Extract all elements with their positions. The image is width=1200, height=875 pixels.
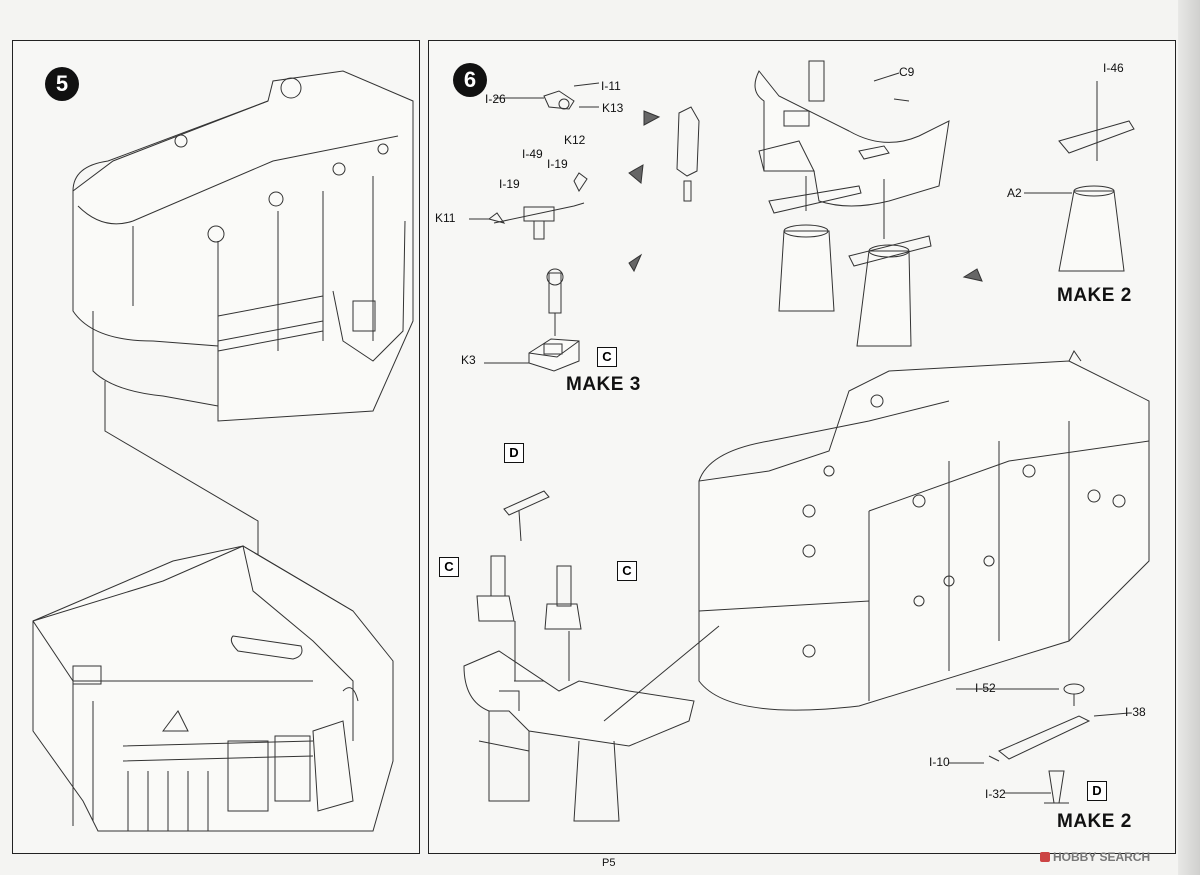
part-label-k3: K3: [461, 353, 476, 367]
step-5-drawing: [32, 70, 414, 832]
make-3-note: MAKE 3: [566, 374, 641, 395]
part-label-i19a: I-19: [547, 157, 568, 171]
sub-assembly-c-badge: C: [597, 347, 617, 367]
part-label-i38: I-38: [1125, 705, 1146, 719]
part-label-c9: C9: [899, 65, 915, 79]
watermark-text: HOBBY SEARCH: [1053, 850, 1151, 864]
part-label-i26: I-26: [485, 92, 506, 106]
make-2-note-top: MAKE 2: [1057, 285, 1132, 306]
part-label-i46: I-46: [1103, 61, 1124, 75]
watermark-logo-icon: [1040, 852, 1050, 862]
part-label-i52: I-52: [975, 681, 996, 695]
part-label-i49: I-49: [522, 147, 543, 161]
part-label-k12: K12: [564, 133, 586, 147]
step-6-number: 6: [453, 63, 487, 97]
watermark: HOBBY SEARCH: [1040, 850, 1150, 864]
part-label-k13: K13: [602, 101, 624, 115]
step-6-drawing: [463, 60, 1150, 822]
part-label-a2: A2: [1007, 186, 1022, 200]
page-number: P5: [602, 857, 616, 869]
part-label-k11: K11: [435, 211, 456, 225]
part-label-i11: I-11: [601, 79, 621, 93]
step-6-panel: 6: [428, 40, 1176, 854]
sub-assembly-d-badge: D: [504, 443, 524, 463]
part-label-i19b: I-19: [499, 177, 520, 191]
part-label-i10: I-10: [929, 755, 950, 769]
make-2-note-bottom: MAKE 2: [1057, 811, 1132, 832]
sub-assembly-c-badge-left: C: [439, 557, 459, 577]
step-5-number: 5: [45, 67, 79, 101]
step-5-panel: 5: [12, 40, 420, 854]
sub-assembly-c-badge-right: C: [617, 561, 637, 581]
sub-assembly-d-badge-bottom: D: [1087, 781, 1107, 801]
part-label-i32: I-32: [985, 787, 1006, 801]
page-edge-shadow: [1178, 0, 1200, 875]
